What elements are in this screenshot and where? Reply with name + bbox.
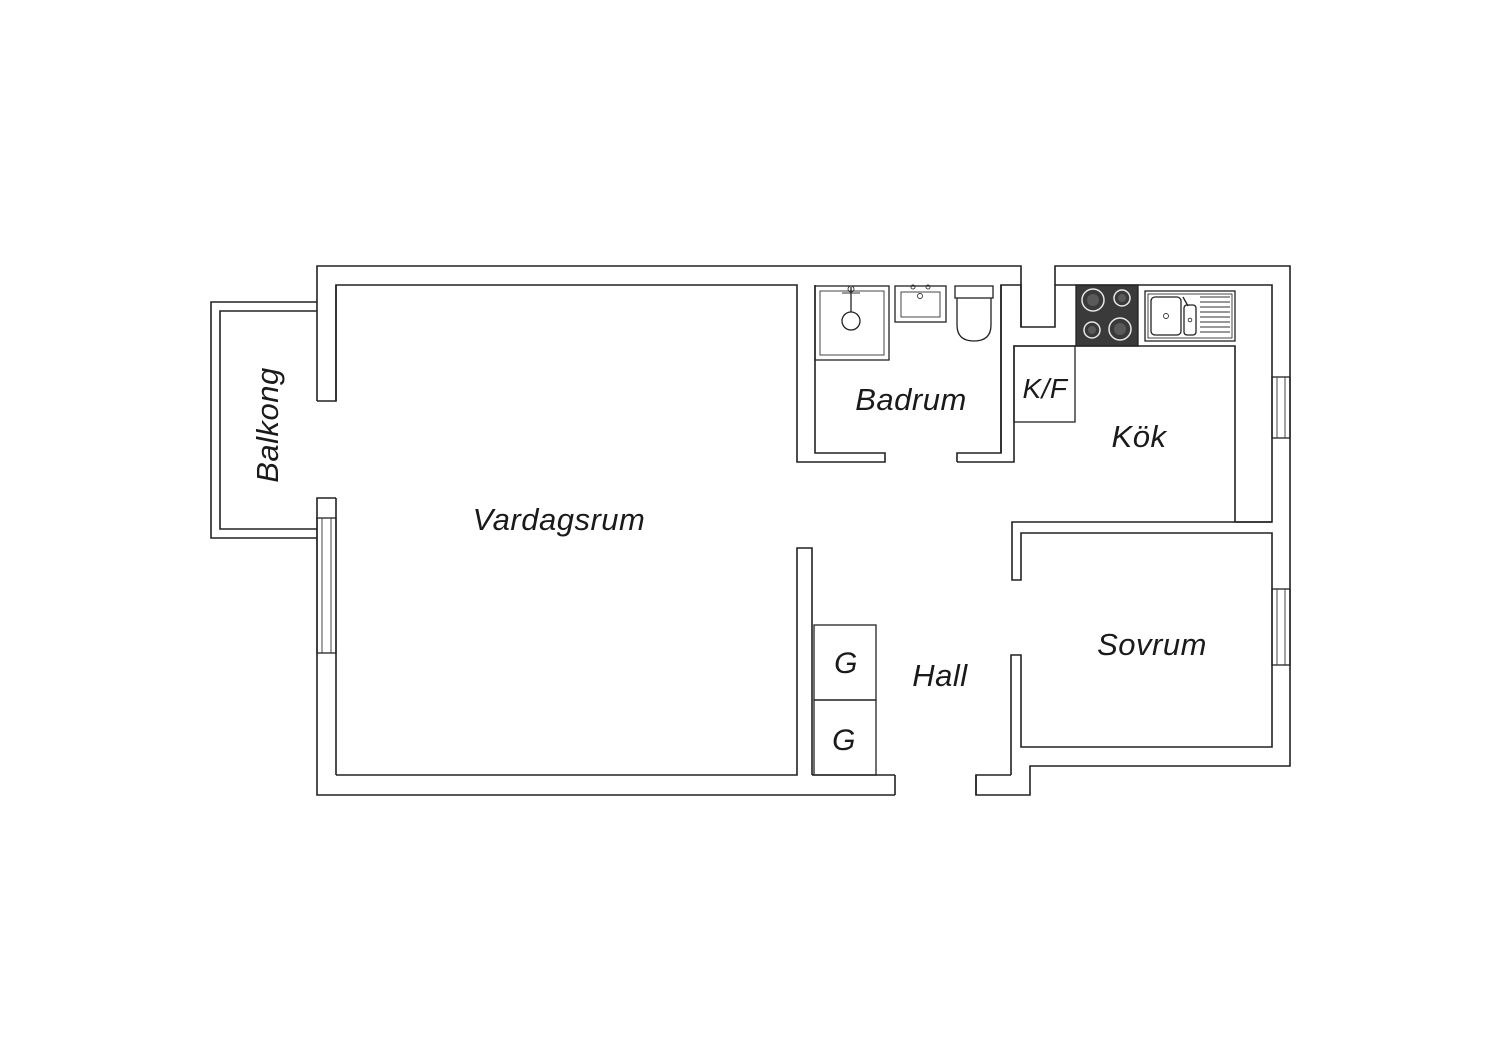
- fridge-freezer-box: [1013, 345, 1076, 423]
- room-label-vardagsrum: Vardagsrum: [473, 502, 646, 537]
- shower-icon: [814, 285, 890, 361]
- balcony: [210, 301, 317, 539]
- room-label-hall: Hall: [912, 658, 968, 693]
- kitchen-sink-icon: [1144, 290, 1236, 342]
- room-label-badrum: Badrum: [855, 382, 967, 417]
- toilet-icon: [954, 285, 994, 342]
- wardrobe-label-1: G: [834, 647, 858, 680]
- room-label-sovrum: Sovrum: [1097, 627, 1207, 662]
- wardrobes: [813, 624, 877, 776]
- sink-icon: [894, 284, 947, 323]
- wardrobe-label-2: G: [832, 724, 856, 757]
- window-living: [316, 517, 337, 654]
- window-kitchen: [1271, 376, 1291, 439]
- room-label-kok: Kök: [1112, 419, 1168, 454]
- kitchen-walls: [1010, 284, 1273, 775]
- stove-icon: [1075, 284, 1139, 347]
- room-label-kf: K/F: [1022, 373, 1068, 404]
- window-bedroom: [1271, 588, 1291, 666]
- room-label-balkong: Balkong: [250, 367, 285, 483]
- windows: [316, 376, 1291, 666]
- wardrobe-2: [813, 699, 877, 776]
